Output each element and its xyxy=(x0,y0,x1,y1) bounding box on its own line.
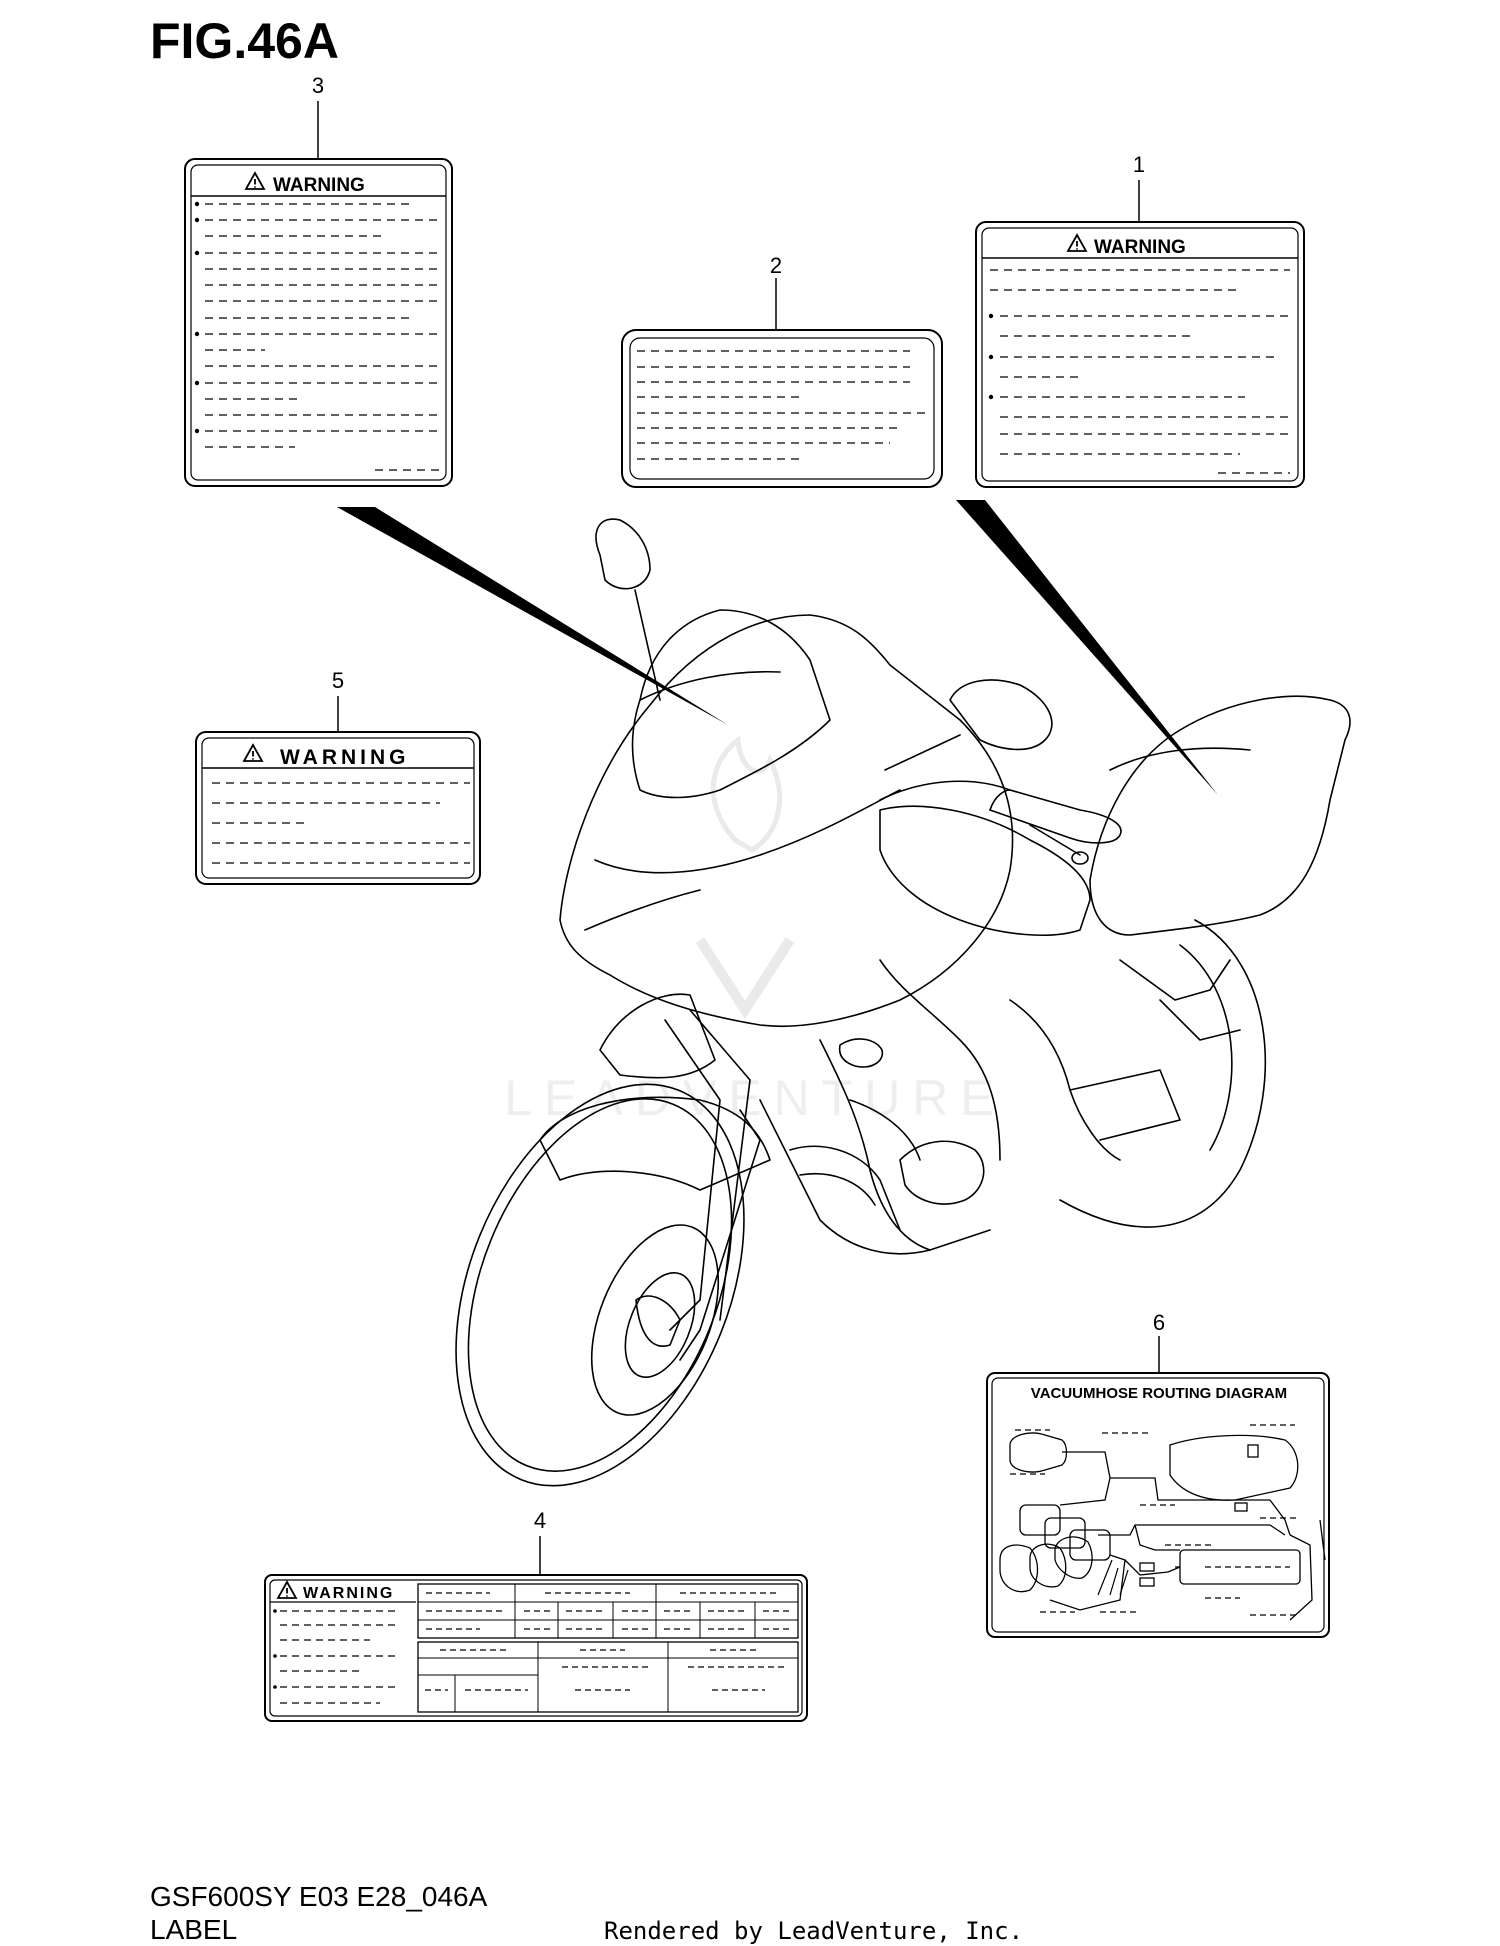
vacuum-heading: VACUUMHOSE ROUTING DIAGRAM xyxy=(1031,1385,1287,1402)
watermark: LEADVENTURE xyxy=(504,735,1006,1126)
callout-2: 2 xyxy=(770,253,782,278)
warning-heading: WARNING xyxy=(280,746,410,769)
warning-triangle-icon xyxy=(243,744,263,762)
warning-label-large[interactable]: WARNING xyxy=(184,158,453,487)
warning-heading: WARNING xyxy=(273,175,365,196)
callout-3: 3 xyxy=(312,73,324,98)
figure-title: FIG.46A xyxy=(150,13,339,69)
callout-1: 1 xyxy=(1133,152,1145,177)
watermark-text: LEADVENTURE xyxy=(504,1070,1006,1126)
warning-table-label[interactable]: WARNING xyxy=(264,1574,808,1722)
warning-triangle-icon xyxy=(277,1581,297,1599)
leader-wedge xyxy=(337,507,728,725)
warning-heading: WARNING xyxy=(1094,237,1186,258)
section-name: LABEL xyxy=(150,1914,238,1945)
render-credit: Rendered by LeadVenture, Inc. xyxy=(604,1917,1024,1945)
callout-4: 4 xyxy=(534,1508,546,1533)
callout-6: 6 xyxy=(1153,1310,1165,1335)
info-label[interactable] xyxy=(621,329,943,488)
warning-triangle-icon xyxy=(1067,234,1087,252)
warning-label-rear[interactable]: WARNING xyxy=(975,221,1305,488)
warning-triangle-icon xyxy=(245,172,265,190)
warning-label-small[interactable]: WARNING xyxy=(195,731,481,885)
callout-5: 5 xyxy=(332,668,344,693)
model-code: GSF600SY E03 E28_046A xyxy=(150,1881,488,1912)
motorcycle-illustration xyxy=(455,518,1351,1487)
leader-wedge xyxy=(956,500,1218,795)
warning-heading: WARNING xyxy=(303,1585,394,1602)
vacuum-hose-diagram-label[interactable]: VACUUMHOSE ROUTING DIAGRAM xyxy=(986,1372,1330,1638)
